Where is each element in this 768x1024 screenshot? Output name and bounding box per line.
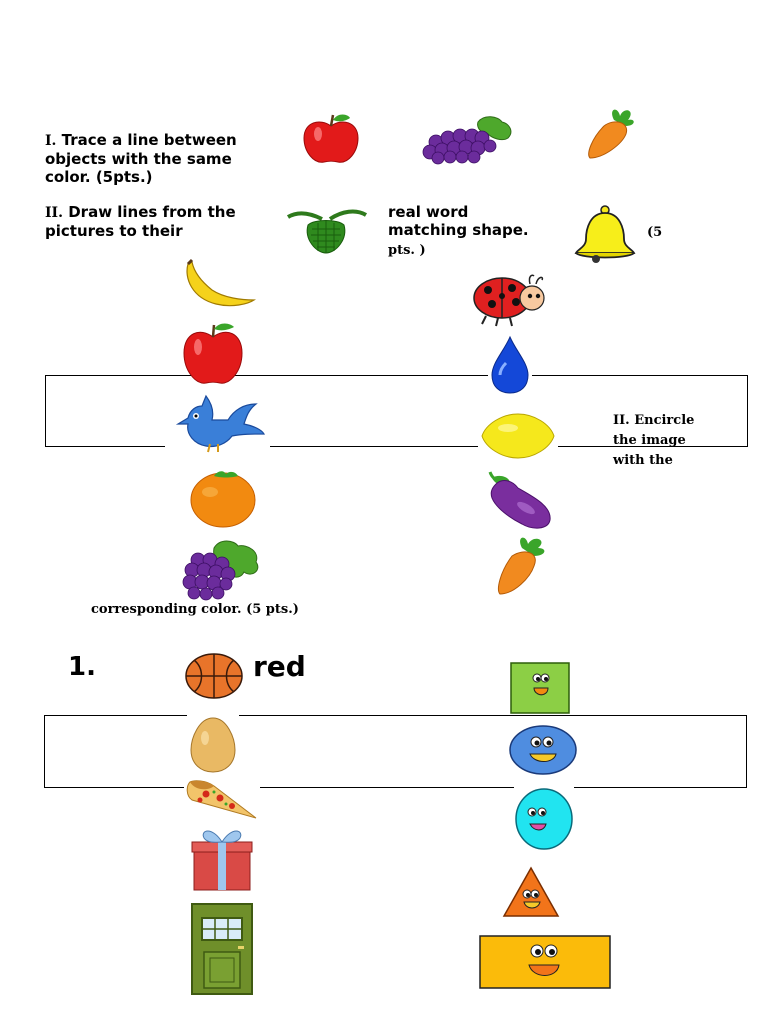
circle-face-icon — [514, 786, 574, 852]
egg-icon — [187, 714, 239, 774]
grapes-icon — [182, 540, 259, 601]
instruction-3-line2: the image — [613, 433, 686, 448]
grapes-icon — [422, 116, 512, 165]
instruction-2-right-line1: real word — [388, 203, 469, 221]
carrot-icon — [588, 109, 634, 159]
item-number: 1. — [68, 652, 96, 682]
instruction-2-numeral: II. — [45, 205, 63, 221]
instruction-2-right-line2: matching shape. — [388, 221, 529, 239]
instruction-1-line3: color. (5pts.) — [45, 168, 153, 186]
rectangle-face-icon — [479, 935, 611, 989]
answer-box-1 — [45, 375, 748, 447]
answer-box-2 — [44, 715, 747, 788]
instruction-3: II. Encircle the image with the — [613, 411, 733, 471]
oval-face-icon — [506, 722, 580, 778]
instruction-1-line1: Trace a line between — [61, 131, 237, 149]
item-word: red — [253, 650, 306, 683]
square-face-icon — [510, 662, 570, 714]
carrot-icon — [498, 537, 545, 595]
instruction-3-bottom: corresponding color. (5 pts.) — [91, 602, 299, 617]
points-b: pts. ) — [388, 243, 426, 258]
instruction-3-line3: with the — [613, 453, 673, 468]
instruction-2-line2: pictures to their — [45, 222, 183, 240]
instruction-2: II. Draw lines from the pictures to thei… — [45, 203, 285, 240]
apple-icon — [303, 114, 359, 163]
eggplant-icon — [488, 471, 551, 529]
instruction-2-right: real word matching shape. — [388, 203, 568, 239]
custard-apple-icon — [286, 209, 368, 254]
gift-box-icon — [191, 830, 253, 891]
instruction-3-line1: II. Encircle — [613, 413, 695, 428]
points-a: (5 — [647, 225, 663, 240]
bell-icon — [574, 205, 636, 263]
orange-icon — [190, 471, 256, 528]
instruction-1-numeral: I. — [45, 133, 57, 149]
door-icon — [191, 903, 253, 995]
lemon-icon — [478, 408, 558, 462]
bird-icon — [172, 390, 266, 454]
triangle-face-icon — [502, 866, 560, 917]
instruction-1: I. Trace a line between objects with the… — [45, 131, 285, 186]
apple-icon — [183, 323, 243, 384]
ladybug-icon — [473, 274, 545, 327]
instruction-1-line2: objects with the same — [45, 150, 232, 168]
basketball-icon — [185, 653, 243, 699]
instruction-2-line1: Draw lines from the — [68, 203, 236, 221]
pizza-slice-icon — [184, 778, 260, 822]
banana-icon — [186, 258, 256, 307]
water-drop-icon — [488, 335, 532, 395]
